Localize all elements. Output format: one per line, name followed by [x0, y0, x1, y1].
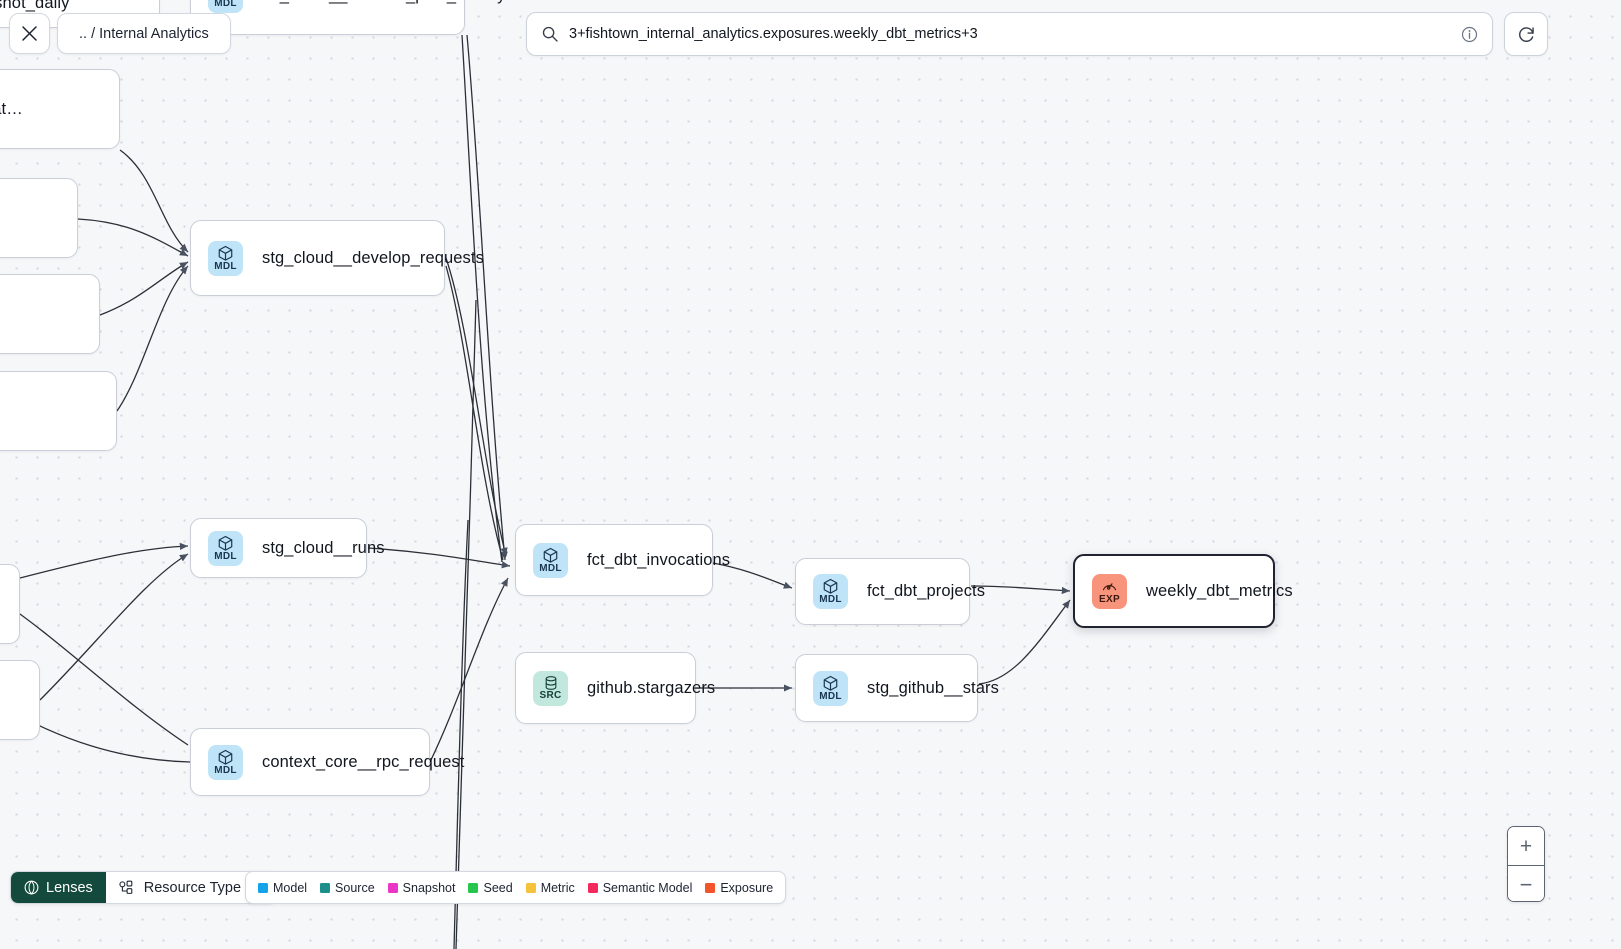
mdl-icon [822, 578, 839, 594]
node-type-badge-mdl: MDL [208, 0, 243, 13]
legend-swatch [525, 882, 536, 893]
node-label: stg_github__stars [867, 678, 999, 697]
mdl-icon [217, 749, 234, 765]
node-label: fct_dbt_invocations [587, 550, 731, 569]
graph-node[interactable]: op_request [0, 178, 78, 258]
graph-node[interactable]: _run [0, 660, 40, 740]
legend-label: Source [335, 880, 375, 895]
graph-node[interactable]: n [0, 564, 20, 644]
graph-node[interactable]: multicell_migrat… [0, 69, 120, 149]
resource-type-icon [119, 880, 133, 894]
node-type-badge-label: MDL [819, 594, 842, 605]
node-type-badge-mdl: MDL [208, 530, 243, 566]
resource-type-legend: Model Source Snapshot Seed Metric Semantic Mo… [245, 871, 787, 904]
node-label: github.stargazers [587, 678, 716, 697]
mdl-icon [542, 547, 559, 563]
legend-label: Model [273, 880, 308, 895]
node-type-badge-label: EXP [1099, 593, 1120, 605]
src-icon [543, 675, 559, 690]
node-type-badge-src: SRC [533, 670, 568, 706]
graph-node[interactable]: EXP weekly_dbt_metrics [1073, 554, 1293, 628]
node-type-badge-label: SRC [539, 690, 562, 701]
refresh-icon [1518, 26, 1534, 42]
mdl-icon [822, 675, 839, 691]
legend-swatch [320, 882, 331, 893]
legend-item[interactable]: Model [258, 881, 307, 895]
zoom-controls: + − [1507, 826, 1545, 902]
legend-swatch [587, 882, 598, 893]
node-type-badge-label: MDL [819, 690, 842, 702]
legend-label: Snapshot [402, 880, 456, 895]
legend-label: Metric [540, 880, 575, 895]
node-label: context_core__rpc_request [262, 752, 465, 771]
legend-swatch [258, 882, 268, 893]
close-icon [22, 26, 37, 41]
zoom-out-button[interactable]: − [1508, 865, 1544, 901]
node-type-badge-mdl: MDL [208, 744, 243, 780]
graph-node[interactable]: _develop_request [0, 371, 117, 451]
graph-node[interactable]: MDL stg_github__stars [795, 654, 999, 722]
graph-node[interactable]: MDL stg_cloud__develop_requests [190, 220, 484, 296]
lens-group: Lenses Resource Type [10, 871, 277, 904]
exp-icon [1101, 578, 1118, 594]
node-label: stg_cloud__develop_requests [262, 248, 484, 267]
refresh-button[interactable] [1504, 12, 1548, 56]
node-type-badge-mdl: MDL [813, 574, 848, 609]
lenses-button[interactable]: Lenses [11, 872, 106, 903]
legend-label: Exposure [720, 880, 774, 895]
legend-swatch [387, 882, 398, 893]
node-label: stg_cloud__runs [262, 538, 385, 557]
resource-type-label: Resource Type [143, 879, 242, 896]
zoom-in-button[interactable]: + [1508, 827, 1544, 865]
info-icon[interactable] [1461, 26, 1478, 43]
legend-item[interactable]: Seed [468, 880, 513, 895]
graph-node[interactable]: MDL stg_cloud__runs [190, 518, 384, 578]
node-type-badge-label: MDL [214, 0, 237, 9]
node-type-badge-mdl: MDL [533, 542, 568, 578]
legend-item[interactable]: Metric [525, 880, 575, 895]
search-input[interactable] [569, 26, 1461, 42]
node-label: multicell_migrat… [0, 99, 23, 118]
graph-node[interactable]: MDL fct_dbt_projects [795, 558, 985, 625]
graph-node[interactable]: SRC github.stargazers [515, 652, 715, 724]
breadcrumb[interactable]: .. / Internal Analytics [57, 13, 231, 54]
search-icon [542, 26, 558, 42]
legend-swatch [705, 882, 716, 893]
graph-node[interactable]: MDL int_cloud__account_plan_history [190, 0, 505, 35]
breadcrumb-label: .. / Internal Analytics [79, 25, 209, 42]
node-label: weekly_dbt_metrics [1146, 581, 1293, 600]
graph-node[interactable]: MDL context_core__rpc_request [190, 728, 464, 796]
graph-node[interactable]: MDL fct_dbt_invocations [515, 524, 730, 596]
node-type-badge-label: MDL [214, 550, 237, 562]
node-type-badge-label: MDL [214, 260, 237, 272]
node-type-badge-mdl: MDL [813, 670, 848, 706]
legend-swatch [468, 882, 479, 893]
node-type-badge-mdl: MDL [208, 240, 243, 276]
legend-item[interactable]: Source [320, 881, 375, 895]
lens-icon [24, 880, 39, 895]
node-type-badge-label: MDL [539, 562, 562, 574]
lenses-label: Lenses [46, 879, 93, 896]
node-label: int_cloud__account_plan_history [262, 0, 505, 5]
legend-label: Seed [483, 880, 513, 895]
legend-item[interactable]: Snapshot [387, 880, 456, 895]
node-label: fct_dbt_projects [867, 582, 986, 600]
node-type-badge-label: MDL [214, 764, 237, 776]
mdl-icon [217, 535, 234, 551]
search-bar[interactable] [526, 12, 1493, 56]
mdl-icon [217, 245, 234, 261]
close-button[interactable] [9, 13, 50, 54]
legend-item[interactable]: Semantic Model [587, 880, 693, 895]
node-type-badge-exp: EXP [1092, 573, 1127, 609]
legend-item[interactable]: Exposure [705, 881, 773, 895]
node-label: snapshot_daily [0, 0, 70, 12]
legend-label: Semantic Model [602, 880, 693, 895]
graph-node[interactable]: velop_request [0, 274, 100, 354]
